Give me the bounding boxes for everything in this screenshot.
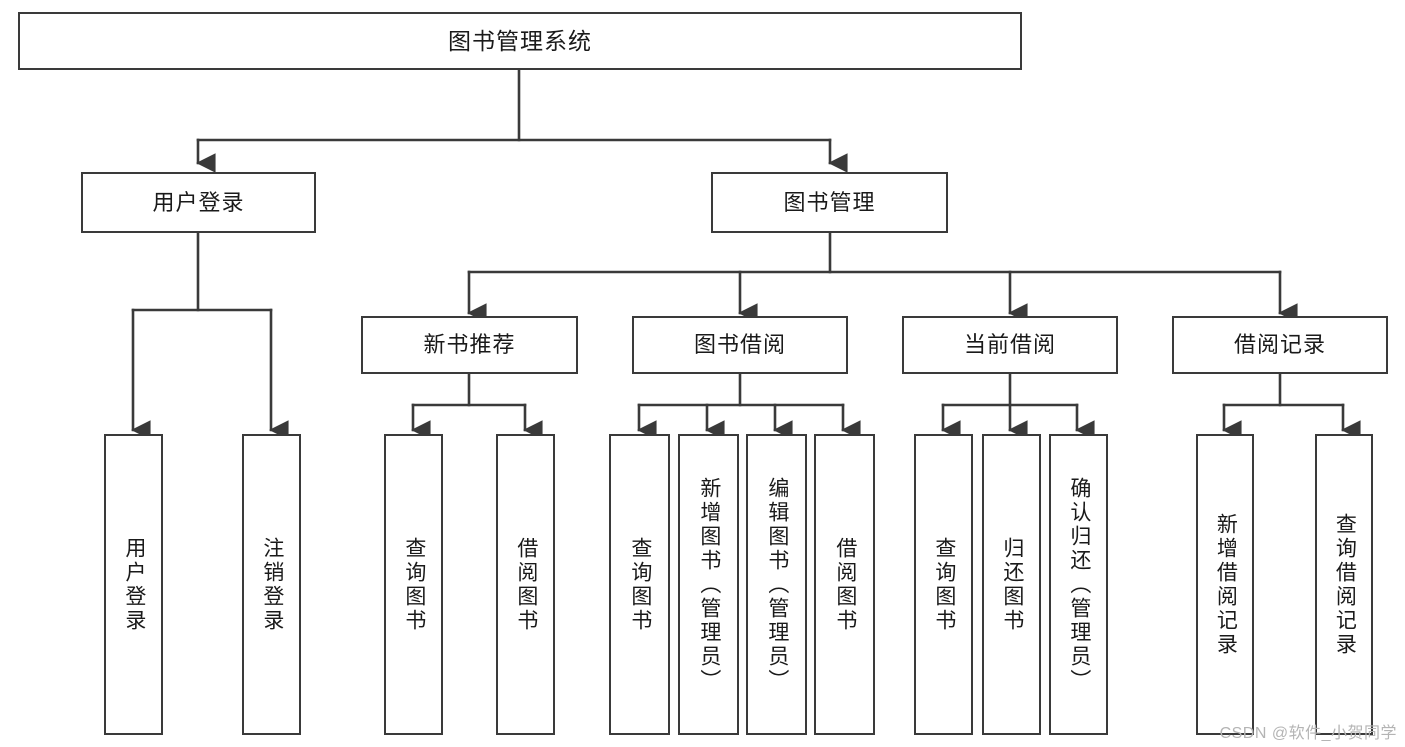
node-root-system-label: 图书管理系统 — [448, 27, 592, 54]
node-borrow-record[interactable]: 借阅记录 — [1172, 316, 1388, 374]
node-leaf-query-book-3[interactable]: 查询图书 — [914, 434, 973, 735]
node-leaf-edit-book[interactable]: 编辑图书（管理员） — [746, 434, 807, 735]
node-book-management-label: 图书管理 — [783, 189, 876, 215]
node-root-system[interactable]: 图书管理系统 — [18, 12, 1022, 70]
node-leaf-query-book-1[interactable]: 查询图书 — [384, 434, 443, 735]
csdn-watermark: CSDN @软件_小贺同学 — [1219, 725, 1397, 742]
node-book-management[interactable]: 图书管理 — [711, 172, 948, 233]
node-leaf-add-record-label: 新增借阅记录 — [1214, 512, 1238, 657]
node-new-book-recommend[interactable]: 新书推荐 — [361, 316, 578, 374]
node-leaf-borrow-book-1-label: 借阅图书 — [514, 536, 538, 633]
node-leaf-borrow-book-2[interactable]: 借阅图书 — [814, 434, 875, 735]
node-leaf-borrow-book-2-label: 借阅图书 — [833, 536, 857, 633]
node-leaf-confirm-return[interactable]: 确认归还（管理员） — [1049, 434, 1108, 735]
node-leaf-query-book-2[interactable]: 查询图书 — [609, 434, 670, 735]
node-leaf-query-record[interactable]: 查询借阅记录 — [1315, 434, 1373, 735]
node-leaf-edit-book-label: 编辑图书（管理员） — [765, 476, 789, 693]
node-leaf-return-book-label: 归还图书 — [1000, 536, 1024, 633]
node-leaf-user-logout[interactable]: 注销登录 — [242, 434, 301, 735]
node-leaf-query-book-3-label: 查询图书 — [932, 536, 956, 633]
node-leaf-user-login[interactable]: 用户登录 — [104, 434, 163, 735]
node-leaf-borrow-book-1[interactable]: 借阅图书 — [496, 434, 555, 735]
node-leaf-query-book-1-label: 查询图书 — [402, 536, 426, 633]
node-borrow-record-label: 借阅记录 — [1233, 332, 1326, 357]
node-current-borrow-label: 当前借阅 — [963, 332, 1056, 357]
node-leaf-query-book-2-label: 查询图书 — [628, 536, 652, 633]
node-user-login[interactable]: 用户登录 — [81, 172, 316, 233]
node-leaf-add-book[interactable]: 新增图书（管理员） — [678, 434, 739, 735]
node-book-borrow[interactable]: 图书借阅 — [632, 316, 848, 374]
node-leaf-confirm-return-label: 确认归还（管理员） — [1067, 476, 1091, 693]
node-leaf-add-book-label: 新增图书（管理员） — [697, 476, 721, 693]
node-leaf-add-record[interactable]: 新增借阅记录 — [1196, 434, 1254, 735]
node-leaf-user-logout-label: 注销登录 — [260, 536, 284, 633]
node-user-login-label: 用户登录 — [152, 189, 245, 215]
node-leaf-return-book[interactable]: 归还图书 — [982, 434, 1041, 735]
node-leaf-user-login-label: 用户登录 — [122, 536, 146, 633]
node-current-borrow[interactable]: 当前借阅 — [902, 316, 1118, 374]
node-new-book-recommend-label: 新书推荐 — [423, 332, 516, 357]
node-book-borrow-label: 图书借阅 — [693, 332, 786, 357]
node-leaf-query-record-label: 查询借阅记录 — [1333, 512, 1357, 657]
